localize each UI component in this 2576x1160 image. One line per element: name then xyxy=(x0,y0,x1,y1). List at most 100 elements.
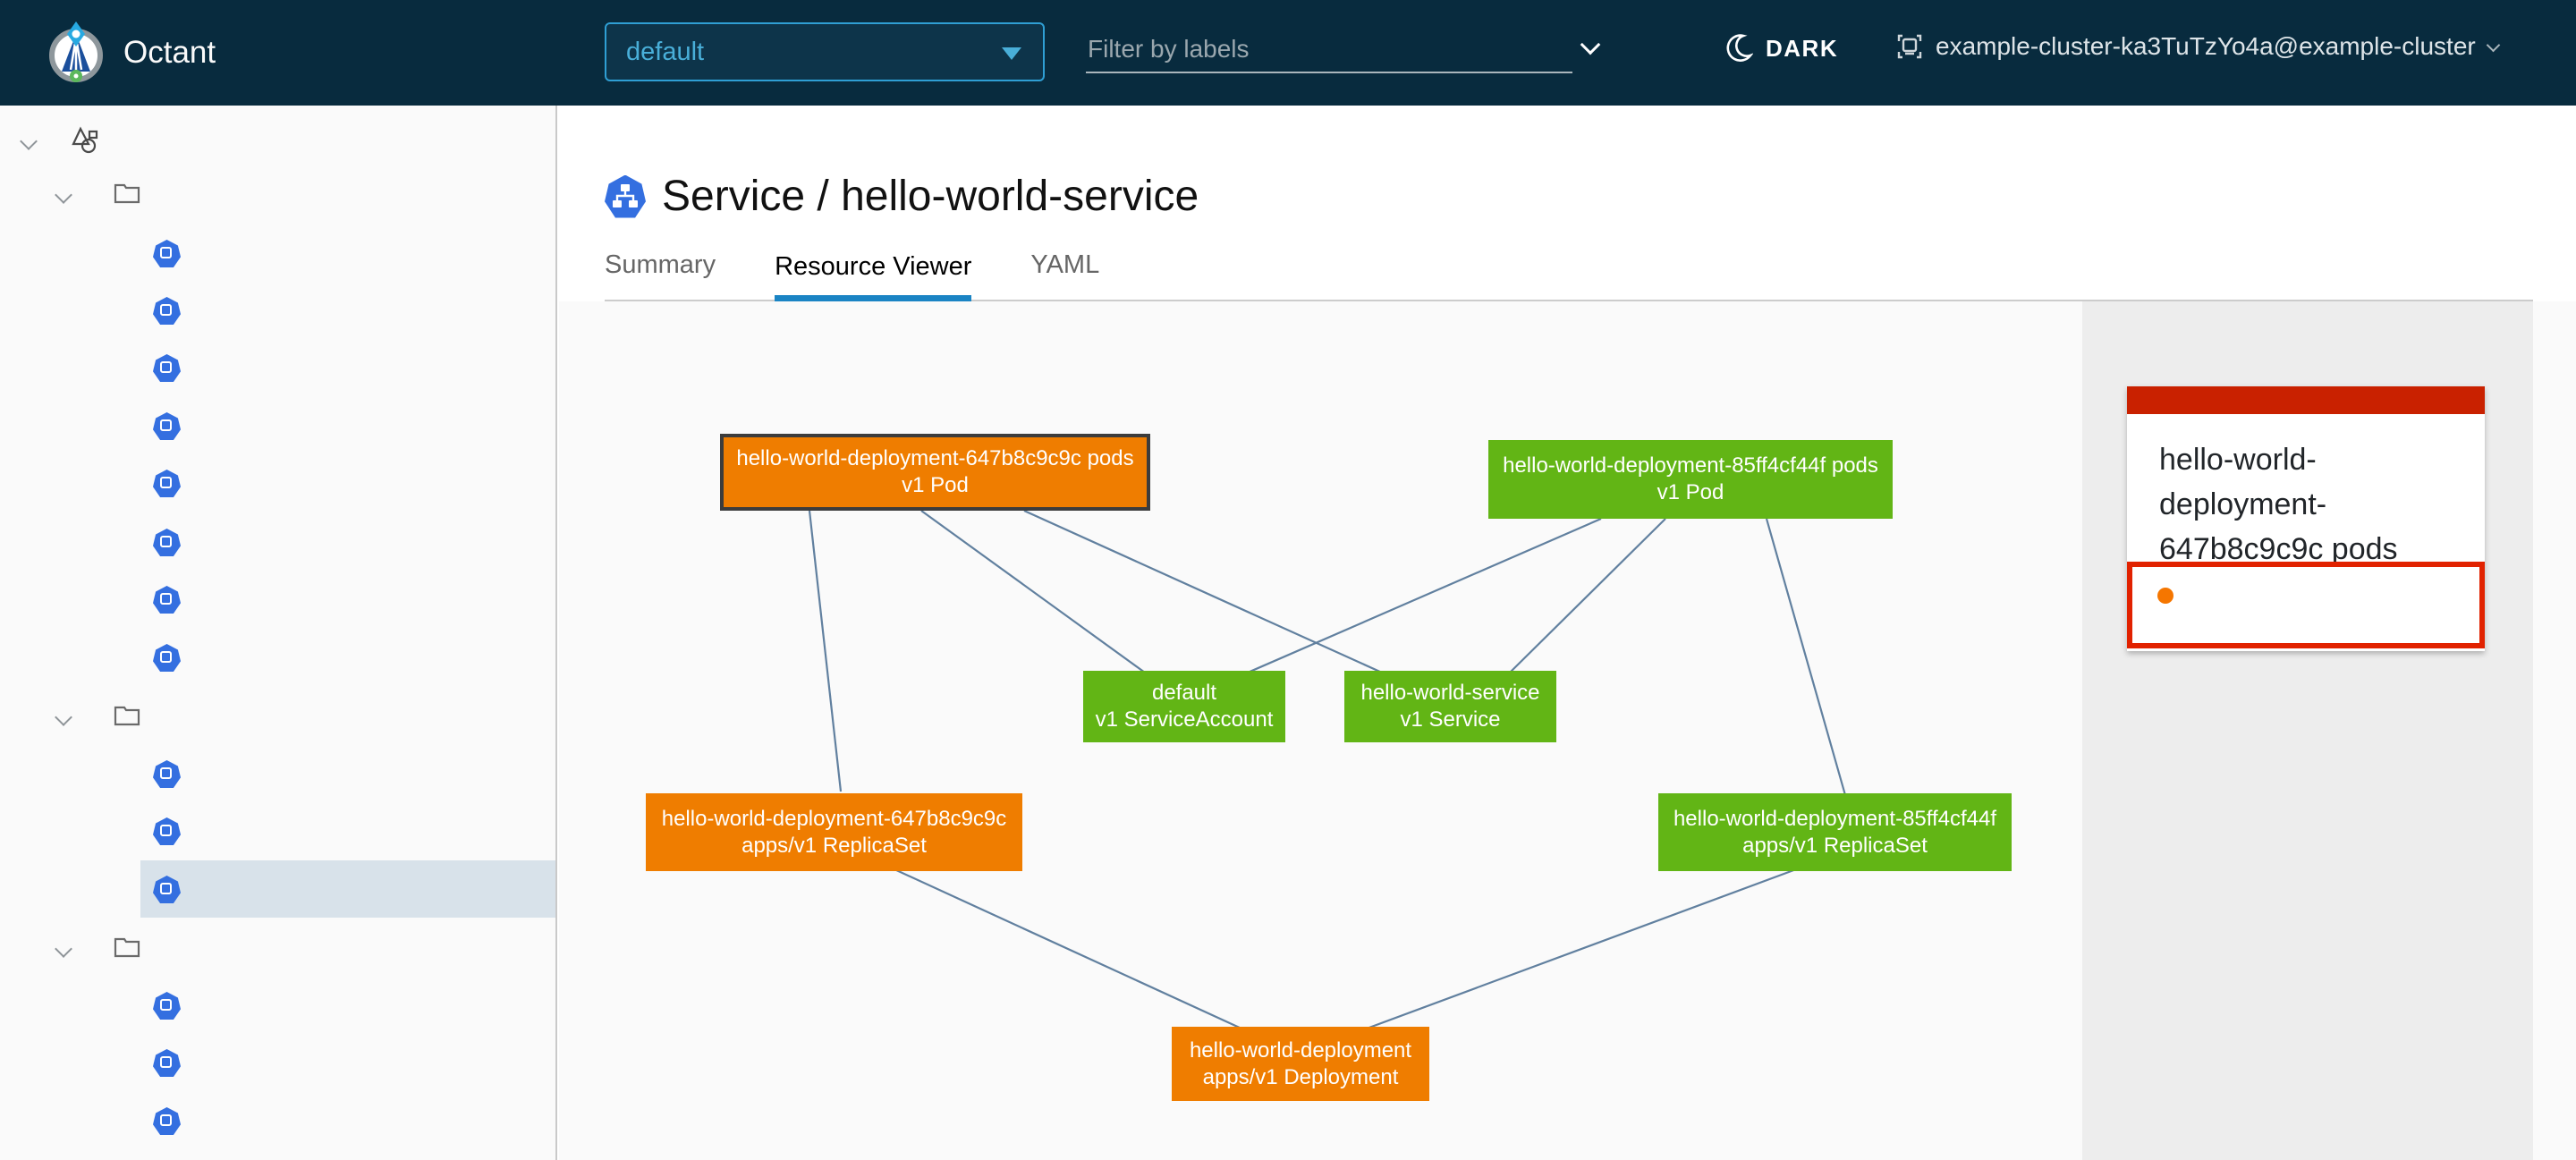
graph-edge xyxy=(1509,518,1666,673)
node-kind: apps/v1 ReplicaSet xyxy=(1742,833,1928,858)
sidebar-item-replication-controllers[interactable] xyxy=(0,571,555,628)
warning-dot-icon xyxy=(2157,588,2174,604)
sidebar-item-config-and-storage[interactable] xyxy=(0,919,555,977)
graph-edge xyxy=(1366,868,1797,1030)
octant-logo-icon xyxy=(49,21,103,82)
node-kind: apps/v1 Deployment xyxy=(1202,1064,1399,1089)
node-name: hello-world-deployment-647b8c9c9c xyxy=(661,806,1007,831)
chevron-down-icon[interactable] xyxy=(55,940,72,958)
sidebar-item-stateful-sets[interactable] xyxy=(0,629,555,686)
navigation-sidebar xyxy=(0,106,557,1160)
selected-node-card: hello-world-deployment-647b8c9c9c pods xyxy=(2127,386,2485,651)
graph-edge xyxy=(1247,517,1602,674)
replicaset-icon xyxy=(153,529,181,556)
graph-edge xyxy=(808,510,843,792)
hpa-icon xyxy=(153,760,181,788)
card-title: hello-world-deployment-647b8c9c9c pods xyxy=(2159,443,2398,566)
sidebar-item-secrets[interactable] xyxy=(0,1092,555,1149)
folder-icon xyxy=(113,702,141,732)
theme-toggle[interactable]: DARK xyxy=(1726,34,1838,63)
node-kind: v1 Pod xyxy=(902,473,969,497)
daemonset-icon xyxy=(153,297,181,325)
graph-node-pod647[interactable]: hello-world-deployment-647b8c9c9c pods v1… xyxy=(720,434,1150,511)
service-resource-icon xyxy=(605,174,646,218)
sidebar-item-horizontal-pod-autoscalers[interactable] xyxy=(0,745,555,802)
cluster-context-selector[interactable]: example-cluster-ka3TuTzYo4a@example-clus… xyxy=(1896,32,2500,61)
node-name: hello-world-deployment xyxy=(1189,1037,1412,1063)
detail-panel: hello-world-deployment-647b8c9c9c pods xyxy=(2082,301,2533,1160)
sidebar-item-discovery-and-load-balancing[interactable] xyxy=(0,688,555,745)
card-status-bar xyxy=(2127,386,2485,414)
graph-edge xyxy=(1023,509,1383,674)
cluster-icon xyxy=(1897,34,1922,59)
chevron-down-icon[interactable] xyxy=(1580,34,1601,55)
chevron-down-icon[interactable] xyxy=(55,708,72,726)
sidebar-item-jobs[interactable] xyxy=(0,397,555,454)
ingress-icon xyxy=(153,817,181,845)
chevron-down-icon xyxy=(2486,38,2500,52)
configmap-icon xyxy=(153,992,181,1020)
tab-yaml[interactable]: YAML xyxy=(1030,250,1100,279)
statefulset-icon xyxy=(153,644,181,672)
tab-summary[interactable]: Summary xyxy=(605,250,716,279)
app-title: Octant xyxy=(123,35,216,70)
node-name: hello-world-service xyxy=(1360,681,1540,705)
sidebar-item-config-maps[interactable] xyxy=(0,977,555,1034)
replicationcontroller-icon xyxy=(153,586,181,614)
dropdown-caret-icon xyxy=(1002,47,1021,60)
moon-icon xyxy=(1726,34,1753,62)
node-kind: v1 Pod xyxy=(1657,480,1724,504)
namespace-dropdown[interactable]: default xyxy=(605,22,1045,81)
chevron-down-icon[interactable] xyxy=(20,132,38,150)
page-title: Service / hello-world-service xyxy=(662,173,1199,220)
sidebar-item-workloads[interactable] xyxy=(0,165,555,223)
label-filter-input[interactable] xyxy=(1086,27,1572,73)
node-name: hello-world-deployment-647b8c9c9c pods xyxy=(736,446,1134,470)
sidebar-item-replica-sets[interactable] xyxy=(0,513,555,571)
label-filter xyxy=(1086,27,1623,77)
theme-toggle-label: DARK xyxy=(1766,34,1839,62)
graph-edge xyxy=(894,868,1242,1029)
deployment-icon xyxy=(153,354,181,382)
node-name: hello-world-deployment-85ff4cf44f pods xyxy=(1503,453,1878,478)
secret-icon xyxy=(153,1107,181,1135)
graph-edge xyxy=(1765,518,1847,796)
sidebar-item-services[interactable] xyxy=(0,860,555,918)
sidebar-item-cron-jobs[interactable] xyxy=(0,224,555,282)
node-kind: v1 Service xyxy=(1400,707,1501,732)
tab-bar: Summary Resource Viewer YAML xyxy=(605,250,2533,301)
sidebar-item-persistent-volume-claims[interactable] xyxy=(0,1034,555,1091)
app-header: Octant default DARK example-cluster-ka3T… xyxy=(0,0,2576,106)
active-item-highlight xyxy=(140,860,555,918)
card-alert-box xyxy=(2127,562,2485,648)
job-icon xyxy=(153,412,181,440)
sidebar-item-deployments[interactable] xyxy=(0,339,555,396)
folder-icon xyxy=(113,180,141,209)
sidebar-item-daemon-sets[interactable] xyxy=(0,282,555,339)
folder-icon xyxy=(113,934,141,963)
graph-edges xyxy=(808,509,1847,1030)
objects-icon xyxy=(70,126,100,159)
sidebar-item-ingresses[interactable] xyxy=(0,802,555,859)
pvc-icon xyxy=(153,1049,181,1077)
graph-edge xyxy=(920,510,1146,673)
chevron-down-icon[interactable] xyxy=(55,186,72,204)
pod-icon xyxy=(153,470,181,497)
cluster-context-label: example-cluster-ka3TuTzYo4a@example-clus… xyxy=(1936,32,2476,60)
content-header: Service / hello-world-service Summary Res… xyxy=(559,106,2576,301)
node-name: default xyxy=(1151,681,1217,705)
namespace-selected-value: default xyxy=(626,38,705,66)
scrollbar-gutter[interactable] xyxy=(2533,301,2576,1160)
sidebar-item-overview[interactable] xyxy=(0,112,555,169)
sidebar-item-pods[interactable] xyxy=(0,454,555,512)
tab-resource-viewer[interactable]: Resource Viewer xyxy=(775,252,972,301)
node-kind: apps/v1 ReplicaSet xyxy=(741,833,927,858)
cronjob-icon xyxy=(153,240,181,267)
